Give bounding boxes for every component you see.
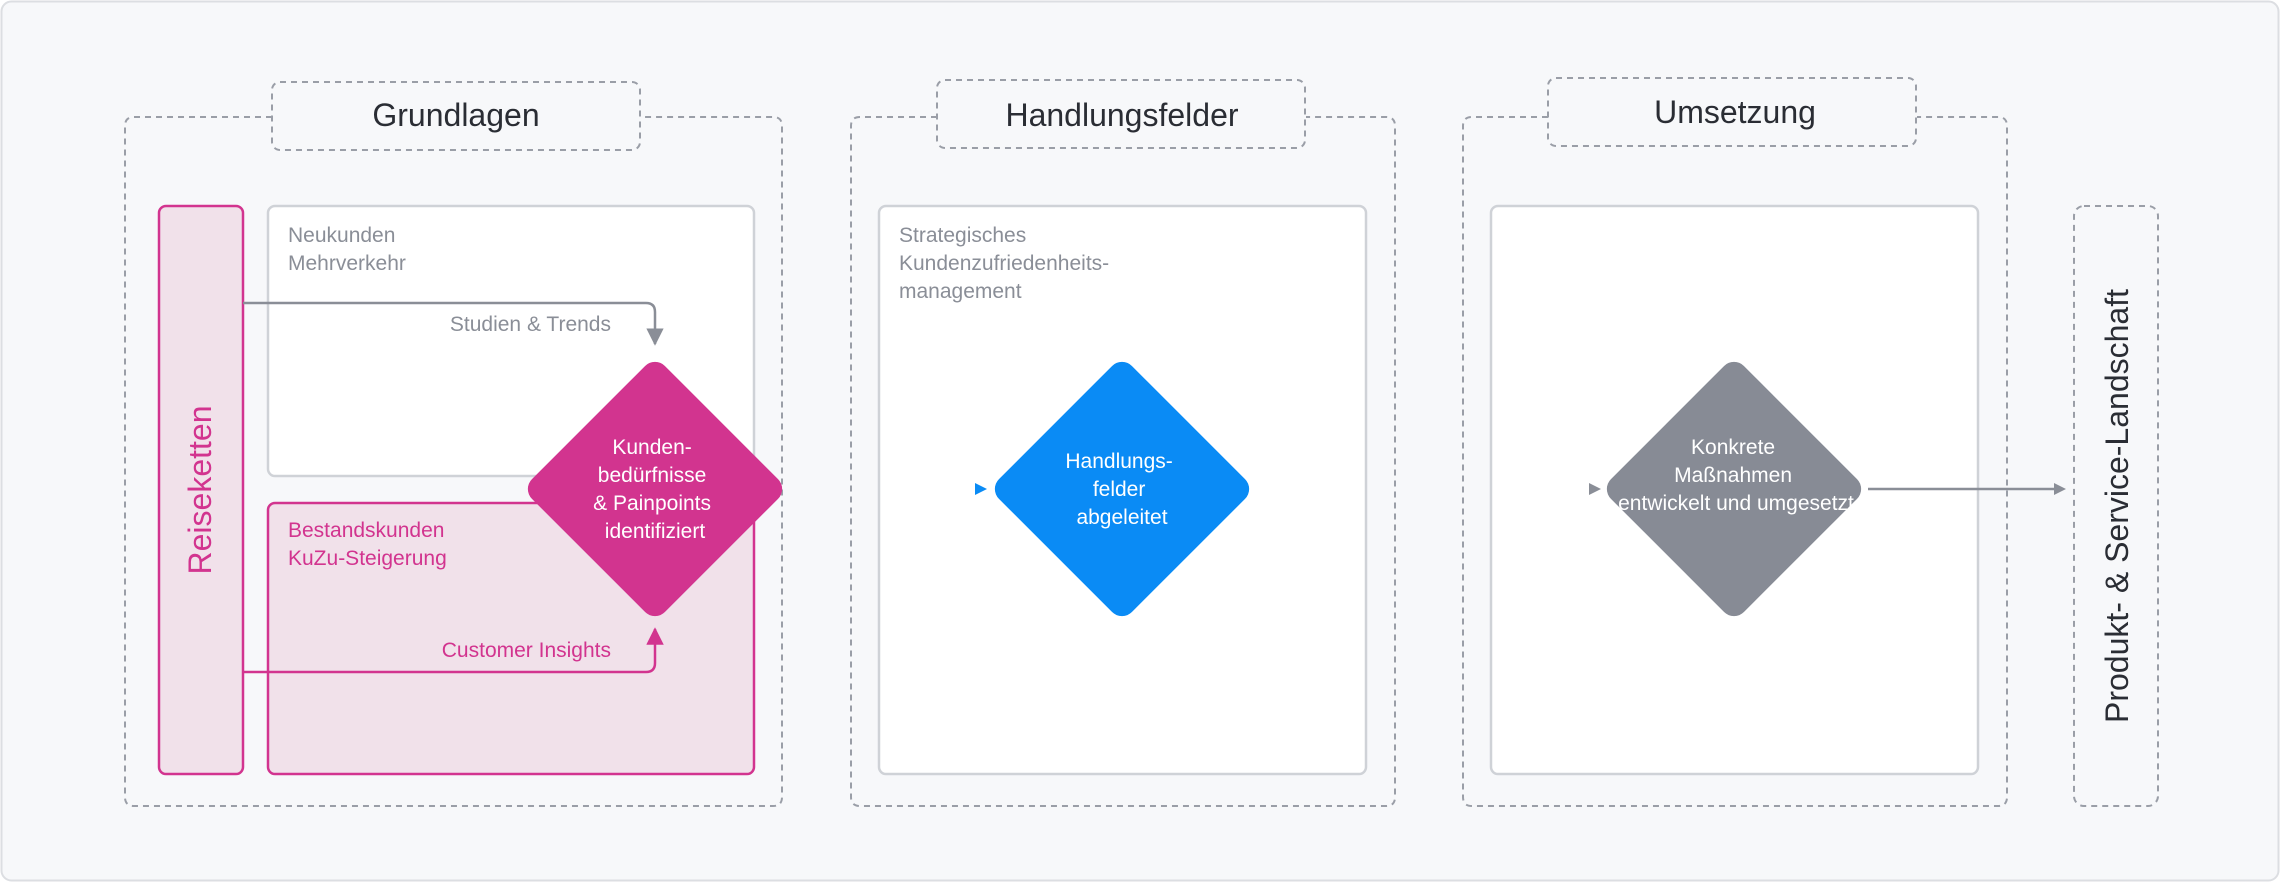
section-grundlagen-frame [124,116,783,807]
diamond-kunden-text: Kunden- bedürfnisse & Painpoints identif… [593,436,717,543]
diamond-kunden [527,361,783,617]
connector-handlungs-to-konkrete-head [1589,483,1601,495]
diamond-kunden-line-1: Kunden- [612,436,691,459]
section-grundlagen-title-box [271,81,641,151]
insights-arrow [243,627,664,674]
landschaft-box [2073,205,2159,807]
diamond-kunden-line-2: bedürfnisse [598,464,707,487]
diamond-handlungs [994,361,1250,617]
studien-label: Studien & Trends [450,313,611,336]
mehrverkehr-label: Mehrverkehr [288,252,406,275]
connector-konkrete-to-landschaft-head [2054,483,2066,495]
connector-kunden-to-handlungs-head [975,483,987,495]
section-umsetzung-title-box [1547,77,1917,147]
diamond-handlungs-line-2: felder [1093,478,1146,501]
diamond-konkrete-text: Konkrete Maßnahmen entwickelt und umgese… [1618,436,1854,515]
landschaft-label: Produkt- & Service-Landschaft [2099,289,2135,723]
section-umsetzung: Umsetzung [1462,77,2008,807]
diamond-konkrete-line-3: entwickelt und umgesetzt [1618,492,1854,515]
bestandskunden-label: Bestandskunden [288,519,444,542]
diamond-konkrete-line-2: Maßnahmen [1674,464,1792,487]
reiseketten-bar [157,204,245,776]
insights-label: Customer Insights [442,639,611,662]
diamond-kunden-line-3: & Painpoints [593,492,711,515]
diamond-handlungs-line-1: Handlungs- [1065,450,1172,473]
diamond-konkrete-line-1: Konkrete [1691,436,1775,459]
section-handlungsfelder-title-box [936,79,1306,149]
section-handlungsfelder-frame [850,116,1396,807]
section-handlungsfelder: Handlungsfelder [850,79,1396,807]
strategisches-line-1: Strategisches [899,224,1026,247]
section-grundlagen: Grundlagen [124,81,783,807]
section-umsetzung-title: Umsetzung [1654,94,1816,130]
section-handlungsfelder-title: Handlungsfelder [1005,97,1238,133]
section-umsetzung-frame [1462,116,2008,807]
strategisches-line-2: Kundenzufriedenheits- [899,252,1109,275]
reiseketten-label: Reiseketten [182,406,218,575]
neukunden-label: Neukunden [288,224,395,247]
diamond-handlungs-text: Handlungs- felder abgeleitet [1065,450,1178,529]
diamond-konkrete [1606,361,1862,617]
strategisches-line-3: management [899,280,1022,303]
diamond-kunden-line-4: identifiziert [605,520,706,543]
studien-arrow [243,301,664,346]
diamond-handlungs-line-3: abgeleitet [1076,506,1167,529]
kuzu-steigerung-label: KuZu-Steigerung [288,547,447,570]
section-grundlagen-title: Grundlagen [372,97,539,133]
